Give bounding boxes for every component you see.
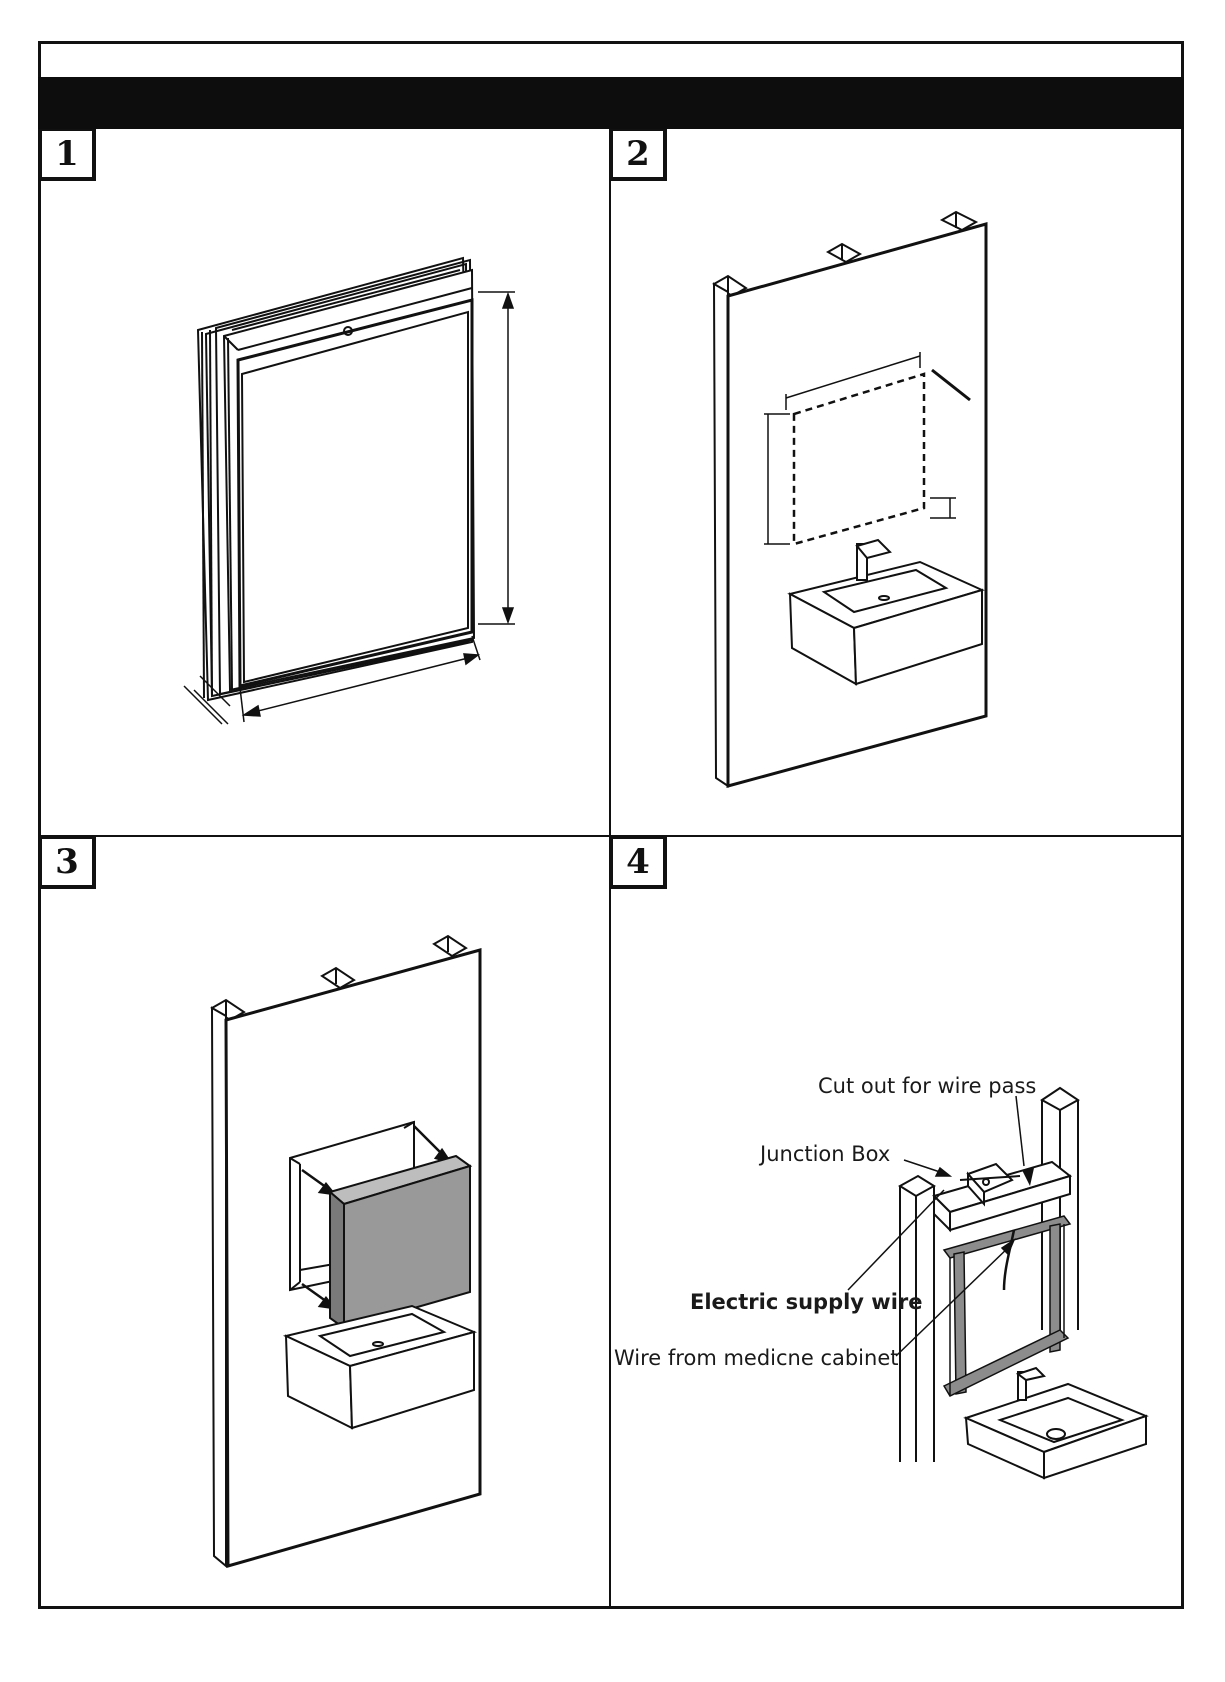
label-junction-box: Junction Box xyxy=(760,1142,890,1166)
label-electric-supply-wire: Electric supply wire xyxy=(690,1290,923,1314)
label-wire-from-cabinet: Wire from medicne cabinet xyxy=(614,1346,898,1370)
label-cutout-wire-pass: Cut out for wire pass xyxy=(818,1074,1036,1098)
